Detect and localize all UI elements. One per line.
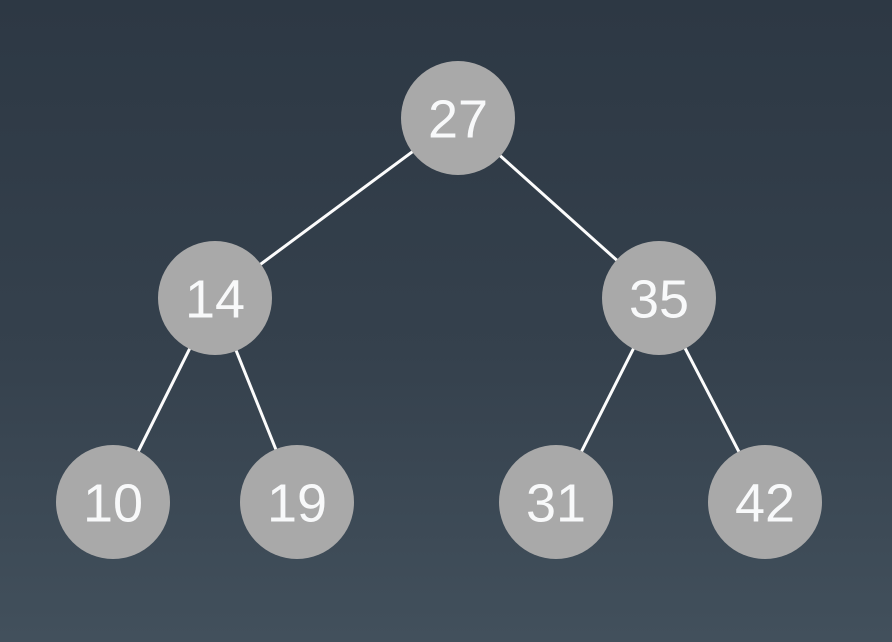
tree-node-10: 10 xyxy=(56,445,170,559)
tree-node-14: 14 xyxy=(158,241,272,355)
tree-node-31: 31 xyxy=(499,445,613,559)
tree-node-circle-35 xyxy=(602,241,716,355)
tree-node-circle-27 xyxy=(401,61,515,175)
tree-node-circle-10 xyxy=(56,445,170,559)
tree-node-label-42: 42 xyxy=(735,473,795,533)
tree-node-label-31: 31 xyxy=(526,473,586,533)
tree-node-42: 42 xyxy=(708,445,822,559)
tree-node-label-19: 19 xyxy=(267,473,327,533)
tree-node-circle-14 xyxy=(158,241,272,355)
tree-node-label-14: 14 xyxy=(185,269,245,329)
tree-node-circle-19 xyxy=(240,445,354,559)
tree-node-label-27: 27 xyxy=(428,89,488,149)
tree-node-35: 35 xyxy=(602,241,716,355)
tree-node-label-10: 10 xyxy=(83,473,143,533)
tree-node-label-35: 35 xyxy=(629,269,689,329)
tree-node-27: 27 xyxy=(401,61,515,175)
tree-node-19: 19 xyxy=(240,445,354,559)
tree-node-circle-42 xyxy=(708,445,822,559)
tree-node-circle-31 xyxy=(499,445,613,559)
